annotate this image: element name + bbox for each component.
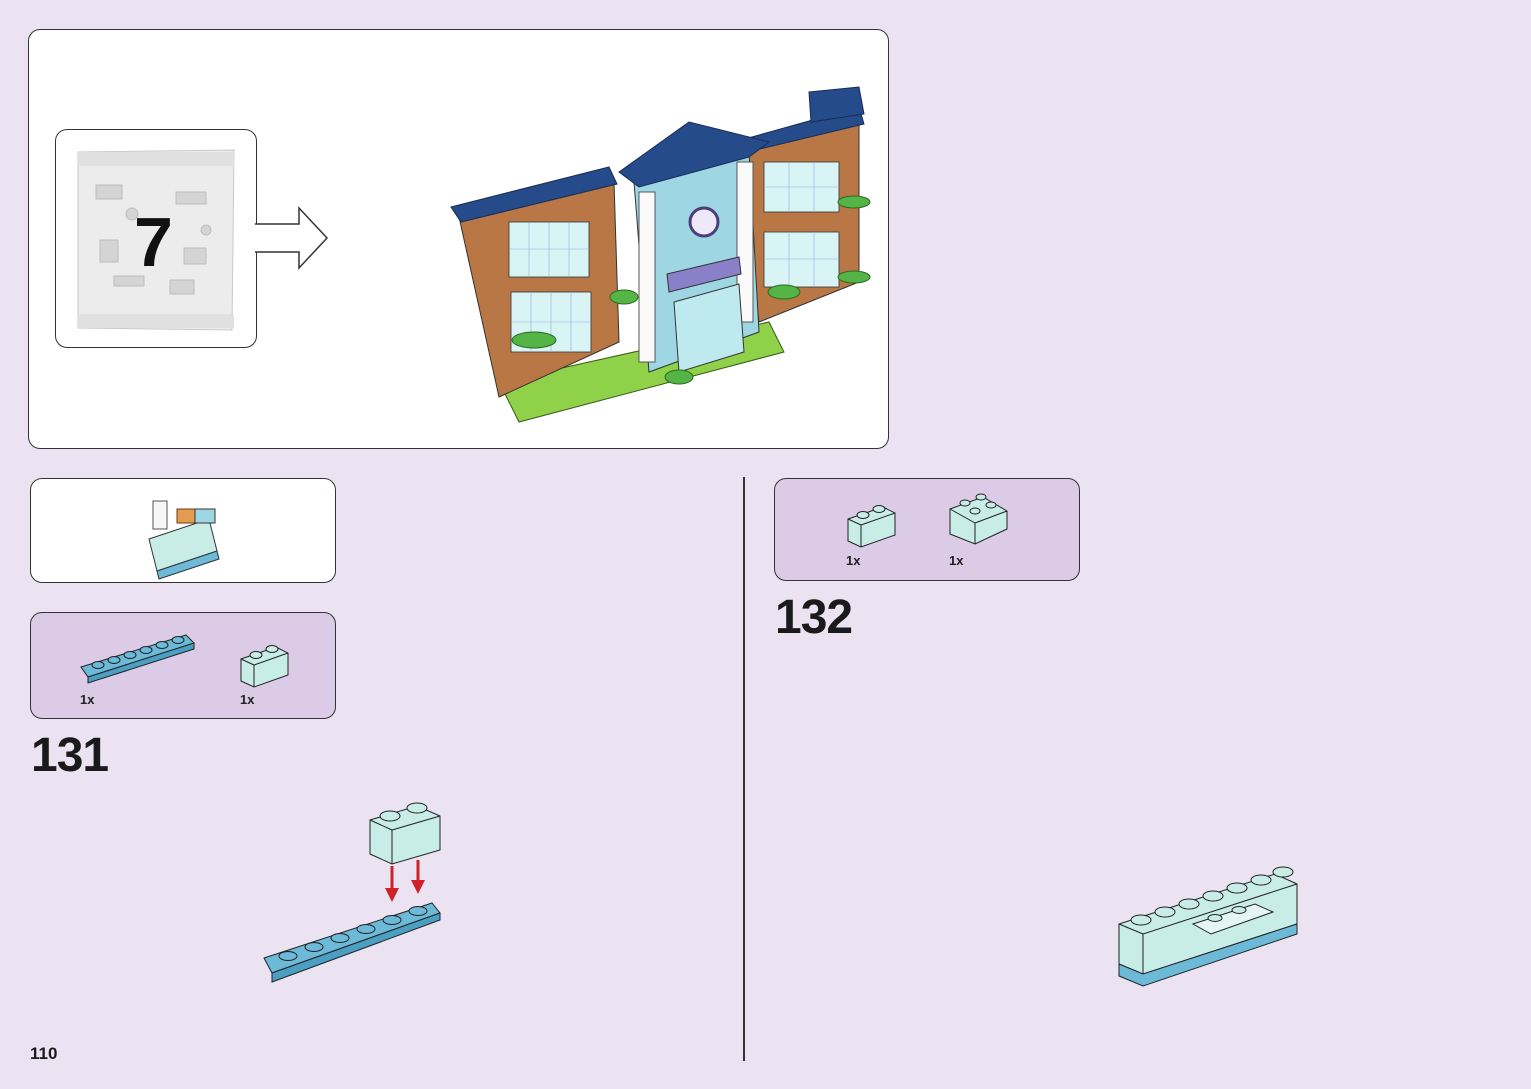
step-131-part-2-qty: 1x: [240, 692, 254, 707]
step-131-number: 131: [31, 728, 108, 783]
subassembly-image: [139, 489, 239, 579]
page-number: 110: [30, 1044, 57, 1064]
step-131-build-image: [262, 798, 462, 998]
school-building-image: [439, 52, 869, 432]
subassembly-callout-panel: [30, 478, 336, 583]
step-131-parts-panel: 1x 1x: [30, 612, 336, 719]
step-132-number: 132: [775, 590, 852, 645]
step-132-parts-panel: 1x 1x: [774, 478, 1080, 581]
callout-arrow: [255, 202, 345, 282]
bag-number: 7: [134, 202, 173, 282]
step-132-part-1-qty: 1x: [846, 553, 860, 568]
bag-callout-panel: 7: [28, 29, 889, 449]
plate-1x6-azure-icon: [76, 625, 206, 685]
slope-brick-2x2-aqua-icon: [945, 489, 1025, 559]
step-131-part-1-qty: 1x: [80, 692, 94, 707]
brick-1x2-aqua-icon: [843, 497, 913, 557]
brick-1x2-aqua-icon: [236, 637, 306, 697]
step-132-build-image: [1115, 862, 1315, 992]
column-divider: [743, 477, 745, 1061]
bag-box: 7: [55, 129, 257, 348]
step-132-part-2-qty: 1x: [949, 553, 963, 568]
